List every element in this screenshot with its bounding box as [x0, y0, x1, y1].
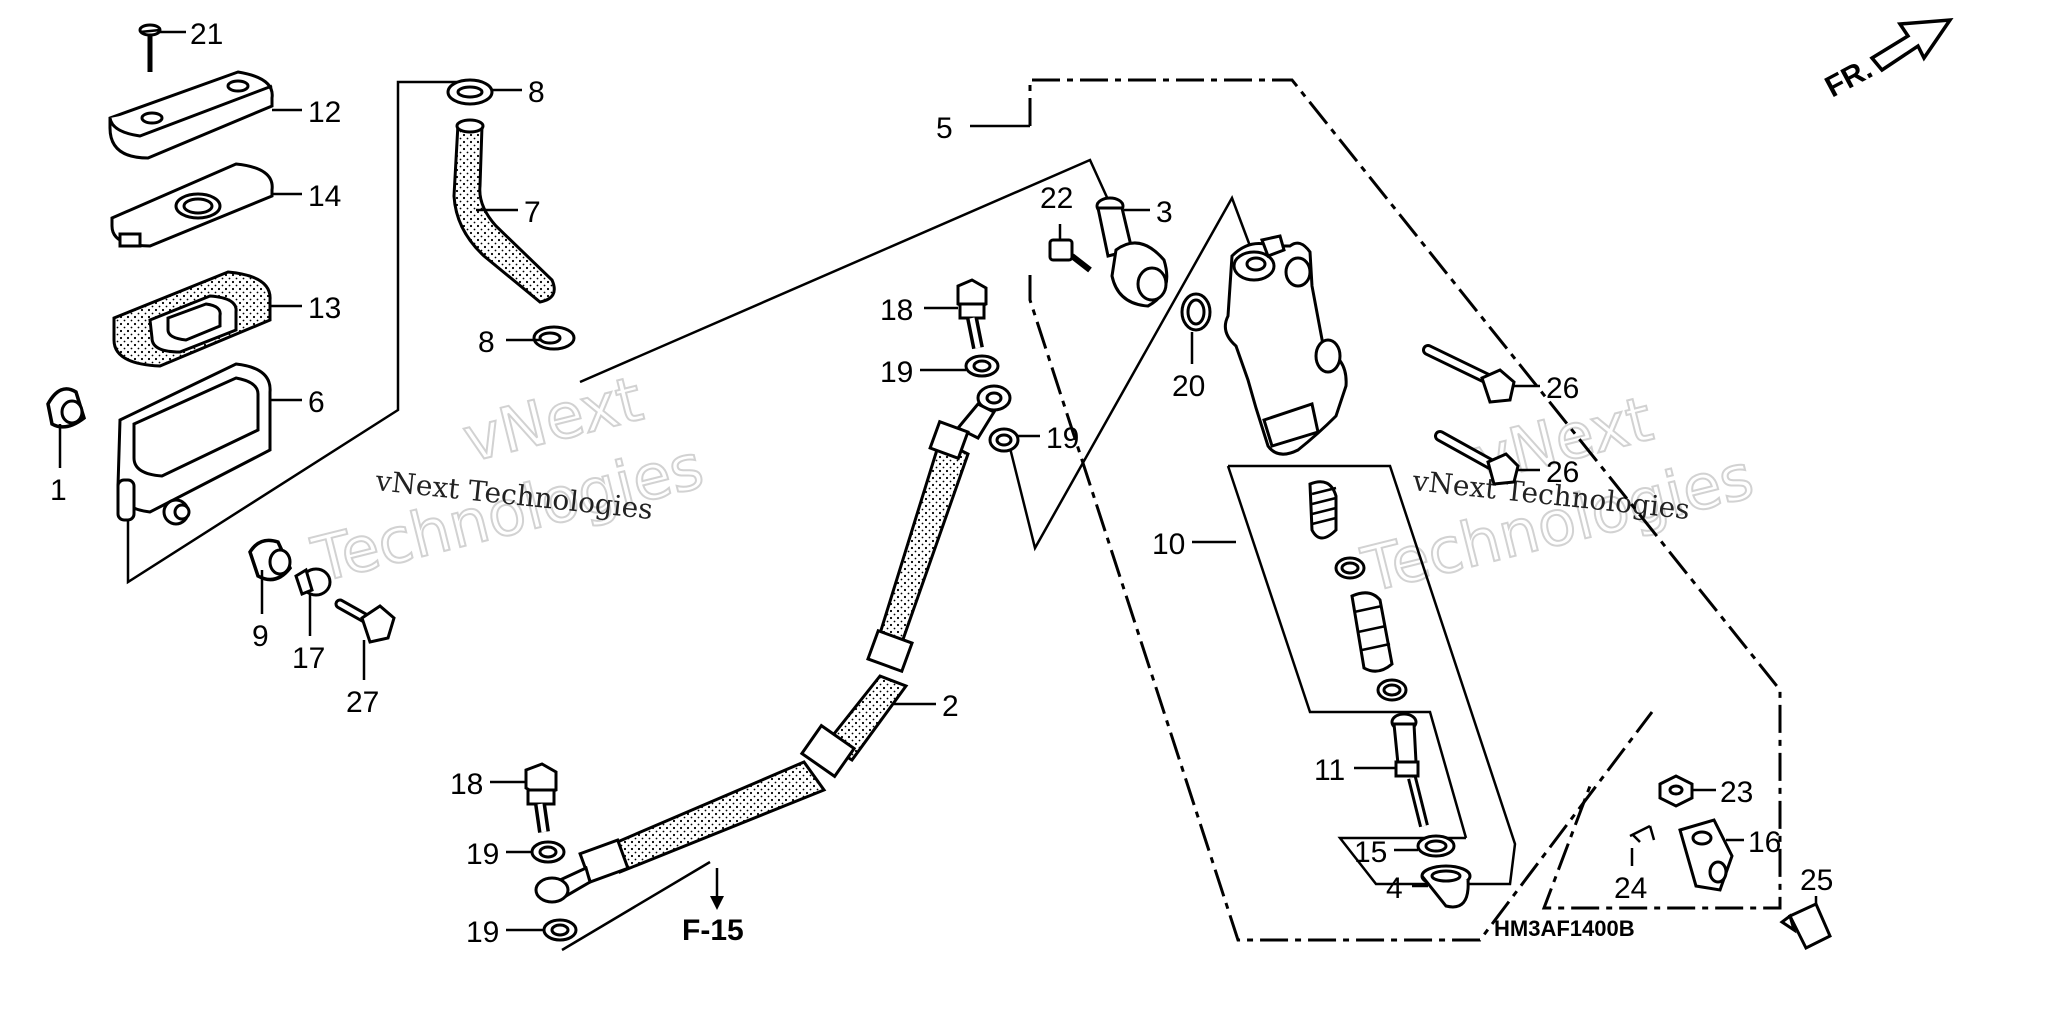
- callout-14: 14: [308, 180, 341, 213]
- master-cylinder-group-outline: [1028, 78, 1782, 910]
- hose-joint-part-3: [1095, 196, 1169, 308]
- collar-part-17: [294, 567, 332, 597]
- bolt-part-26-upper: [1422, 344, 1516, 404]
- callout-24: 24: [1614, 872, 1647, 905]
- reservoir-hose-link-line: [579, 158, 1122, 384]
- front-direction-label: FR.: [1820, 52, 1878, 104]
- diaphragm-plate-part-14: [110, 162, 274, 248]
- callout-22: 22: [1040, 182, 1073, 215]
- callout-21: 21: [190, 18, 223, 51]
- reservoir-cap-part-12: [108, 70, 274, 160]
- grommet-part-9: [248, 538, 293, 582]
- callout-2: 2: [942, 690, 959, 723]
- diaphragm-part-13: [112, 270, 272, 368]
- banjo-link-line: [1006, 195, 1252, 552]
- washer-part-19-b: [988, 427, 1020, 453]
- callout-13: 13: [308, 292, 341, 325]
- nut-part-23: [1658, 774, 1694, 808]
- bolt-part-27: [334, 598, 396, 644]
- pushrod-part-11: [1390, 712, 1429, 828]
- callout-19-c: 19: [466, 838, 499, 871]
- callout-18-upper: 18: [880, 294, 913, 327]
- callout-7: 7: [524, 196, 541, 229]
- callout-9: 9: [252, 620, 269, 653]
- callout-lead-lines: [58, 30, 1818, 932]
- watermark-left: vNext Technologies vNext Technologies: [304, 361, 711, 598]
- diagram-code: HM3AF1400B: [1494, 916, 1635, 941]
- bolt-part-26-lower: [1434, 430, 1520, 486]
- callout-8-top: 8: [528, 76, 545, 109]
- callout-12: 12: [308, 96, 341, 129]
- nut-part-15: [1416, 834, 1456, 858]
- callout-10: 10: [1152, 528, 1185, 561]
- callout-3: 3: [1156, 196, 1173, 229]
- bracket-part-16: [1678, 818, 1734, 892]
- washer-part-19-a: [964, 354, 1000, 378]
- o-ring-part-20: [1180, 292, 1212, 332]
- callout-17: 17: [292, 642, 325, 675]
- reservoir-part-6: [116, 362, 272, 526]
- callout-1: 1: [50, 474, 67, 507]
- callout-6: 6: [308, 386, 325, 419]
- callout-16: 16: [1748, 826, 1781, 859]
- piston-kit-group-outline: [1228, 464, 1517, 886]
- callout-20: 20: [1172, 370, 1205, 403]
- figure-reference-label: F-15: [682, 914, 744, 947]
- callout-15: 15: [1354, 836, 1387, 869]
- reservoir-group-outline: [126, 80, 468, 585]
- hose-clip-part-8-bottom: [532, 325, 576, 351]
- cotter-pin-part-24: [1629, 824, 1656, 843]
- callout-23: 23: [1720, 776, 1753, 809]
- brake-hose-part-2: [534, 384, 1012, 904]
- callout-26-upper: 26: [1546, 372, 1579, 405]
- callout-25: 25: [1800, 864, 1833, 897]
- watermark-right: vNext Technologies vNext Technologies: [1354, 381, 1761, 608]
- front-direction-indicator: FR.: [1820, 17, 1954, 104]
- callout-8-bottom: 8: [478, 326, 495, 359]
- callout-labels: 21 12 14 13 6 1 9 17 27 8 7 8 5 22 3 18 …: [50, 18, 1833, 949]
- clip-part-25: [1779, 901, 1832, 951]
- callout-5: 5: [936, 112, 953, 145]
- washer-part-19-d: [542, 918, 578, 942]
- screw-part-21: [138, 23, 162, 72]
- callout-19-b: 19: [1046, 422, 1079, 455]
- hose-lower-link-line: [561, 860, 711, 952]
- callout-26-lower: 26: [1546, 456, 1579, 489]
- washer-part-19-c: [530, 840, 566, 864]
- master-cylinder-group-outline-lower: [1028, 275, 1654, 942]
- piston-kit-group-outline-inner: [1226, 465, 1468, 839]
- hose-clip-part-8-top: [446, 78, 494, 106]
- callout-19-d: 19: [466, 916, 499, 949]
- callout-11: 11: [1314, 754, 1345, 787]
- callout-18-lower: 18: [450, 768, 483, 801]
- boot-part-4: [1420, 864, 1472, 909]
- banjo-bolt-part-18-upper: [956, 278, 988, 350]
- bolt-part-22: [1048, 238, 1092, 273]
- callout-4: 4: [1386, 872, 1403, 905]
- callout-19-a: 19: [880, 356, 913, 389]
- callout-27: 27: [346, 686, 379, 719]
- figure-reference-pointer: F-15: [682, 868, 744, 947]
- master-cylinder-body: [1223, 234, 1348, 456]
- piston-kit-part-10: [1308, 480, 1408, 702]
- banjo-bolt-part-18-lower: [524, 762, 558, 833]
- grommet-part-1: [46, 387, 87, 429]
- reservoir-hose-part-7: [452, 118, 556, 304]
